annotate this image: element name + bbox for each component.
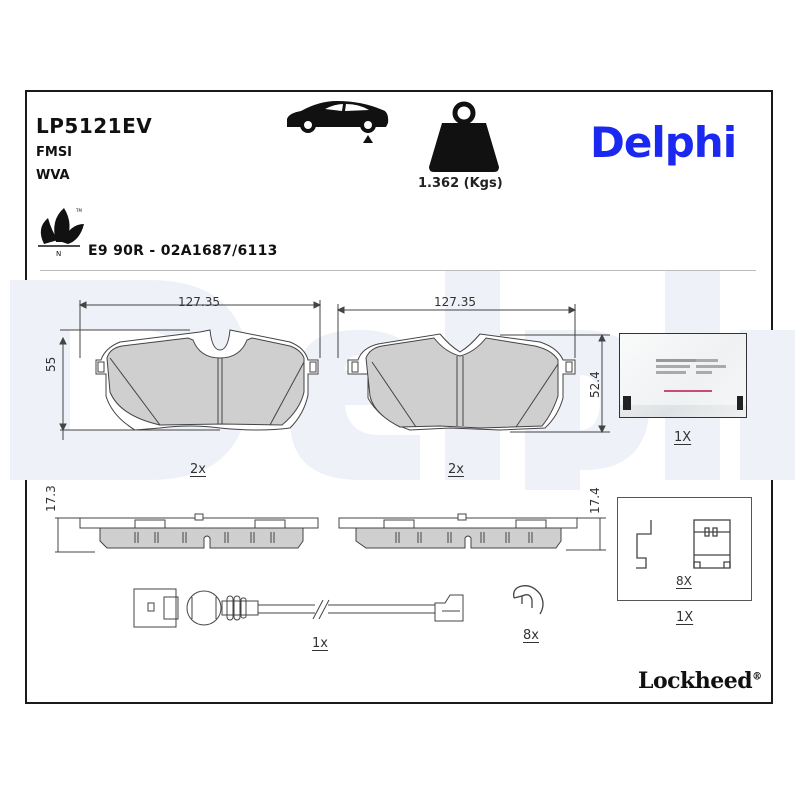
- registered-mark: ®: [752, 671, 762, 683]
- svg-text:N: N: [56, 250, 61, 258]
- right-pad-quantity: 2x: [448, 462, 464, 477]
- lockheed-logo: Lockheed®: [638, 668, 762, 694]
- weight-icon: [429, 101, 499, 172]
- svg-text:TM: TM: [75, 208, 82, 213]
- weight-value: 1.362 (Kgs): [418, 176, 503, 191]
- wva-label: WVA: [36, 168, 70, 183]
- left-pad-height-dimension: 55: [44, 356, 58, 372]
- clip-kit-quantity: 1X: [676, 610, 694, 625]
- rear-axle-car-icon: [287, 101, 389, 143]
- clip-kit-box: 8X: [617, 497, 752, 601]
- brake-pad-right-front-view: [336, 304, 610, 434]
- approval-code: E9 90R - 02A1687/6113: [88, 243, 278, 259]
- brake-pad-right-side-view: [338, 513, 606, 551]
- wear-sensor-quantity: 1x: [312, 636, 328, 651]
- grease-sachet-image: [619, 333, 747, 418]
- right-pad-thickness-dimension: 17.4: [588, 487, 602, 514]
- spring-clip-quantity: 8x: [523, 628, 539, 643]
- lockheed-text: Lockheed: [638, 668, 753, 694]
- part-number: LP5121EV: [36, 114, 153, 138]
- wear-sensor-icon: [133, 588, 464, 628]
- grease-sachet-quantity: 1X: [674, 430, 692, 445]
- eco-leaf-icon: N TM: [38, 208, 84, 258]
- right-pad-width-dimension: 127.35: [434, 295, 476, 309]
- left-pad-width-dimension: 127.35: [178, 295, 220, 309]
- fmsi-label: FMSI: [36, 145, 73, 160]
- delphi-logo: Delphi: [590, 118, 737, 167]
- brake-pad-left-side-view: [55, 513, 319, 553]
- brake-pad-left-front-view: [59, 300, 322, 440]
- header-separator: [40, 270, 756, 271]
- left-pad-quantity: 2x: [190, 462, 206, 477]
- right-pad-height-dimension: 52.4: [588, 371, 602, 398]
- clip-kit-inner-quantity: 8X: [676, 574, 692, 588]
- spring-clip-icon: [513, 585, 544, 615]
- left-pad-thickness-dimension: 17.3: [44, 485, 58, 512]
- retaining-clip-icons: [636, 519, 731, 569]
